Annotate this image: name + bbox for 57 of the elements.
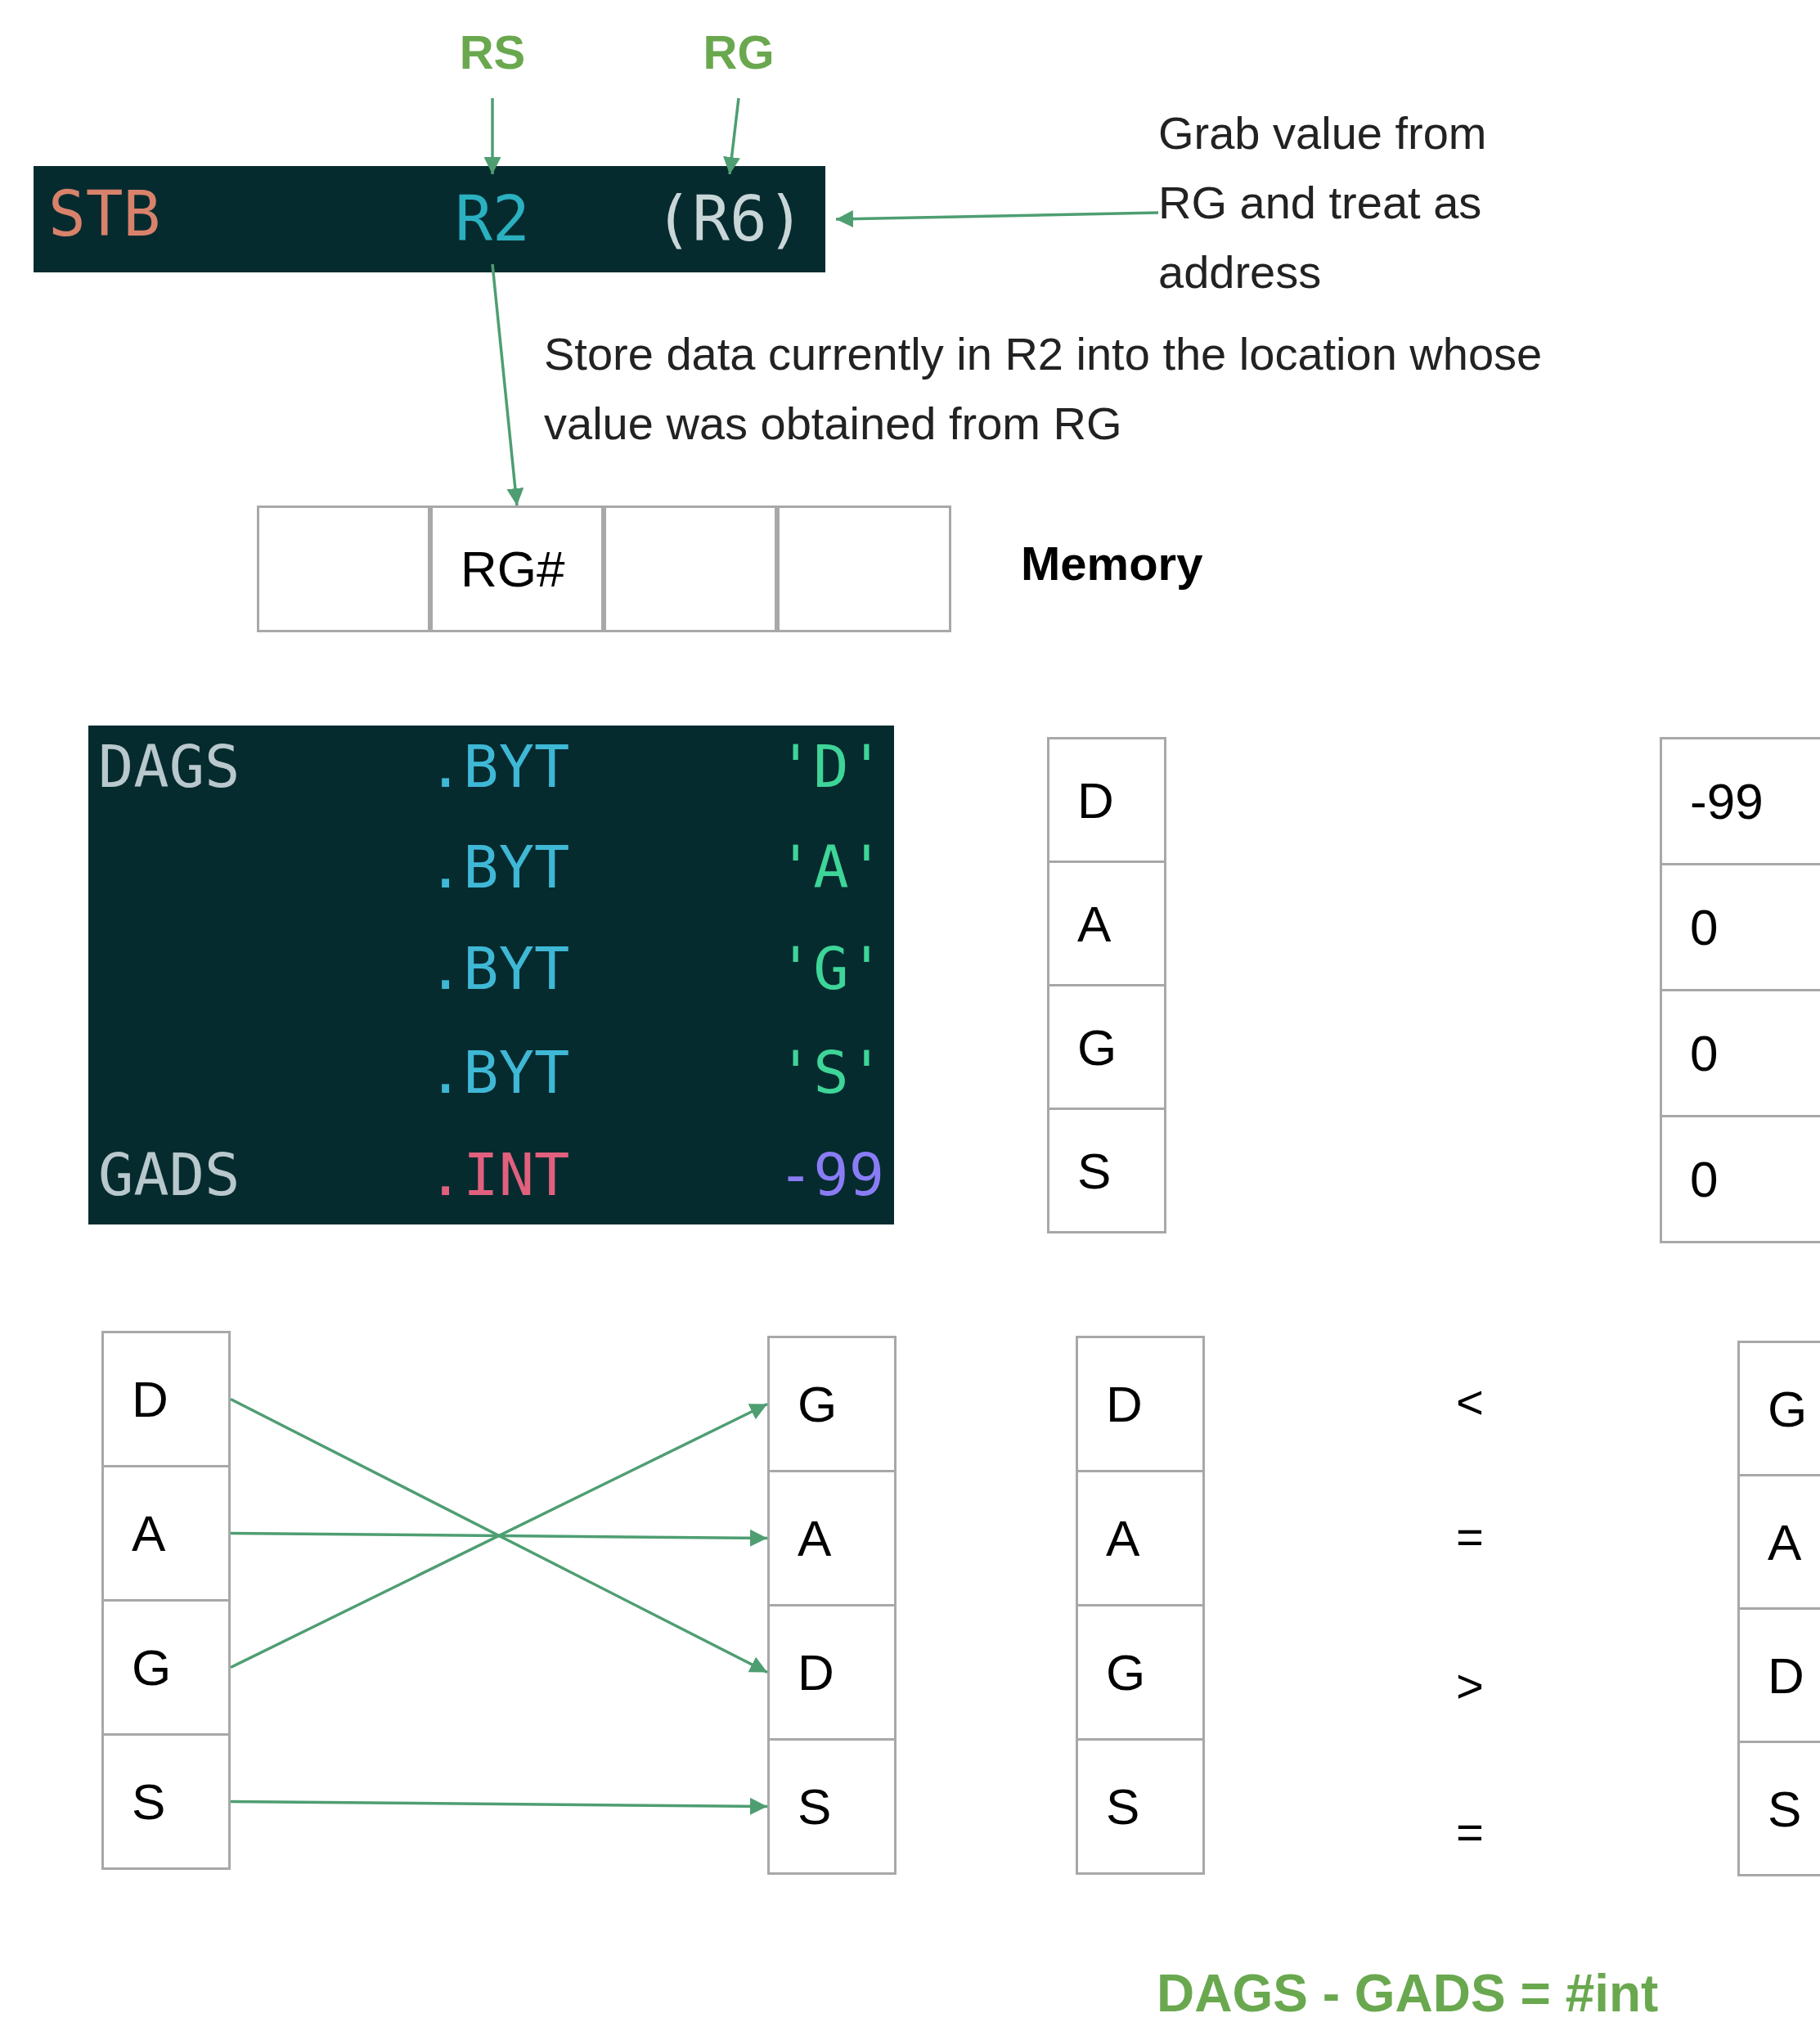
table-cell: 0 [1660, 1115, 1820, 1243]
directive-text: .BYT [428, 833, 570, 901]
table-cell: S [1737, 1741, 1820, 1876]
table-cell: G [767, 1336, 897, 1472]
memory-cell: RG# [430, 506, 604, 632]
label-text: GADS [98, 1140, 240, 1209]
memory-cell [777, 506, 951, 632]
table-cell: A [1076, 1470, 1205, 1606]
table-cell: A [101, 1465, 231, 1602]
table-cell: D [767, 1604, 897, 1741]
arrow [231, 1797, 767, 1815]
arrow [491, 263, 524, 506]
comparison-sign: = [1456, 1509, 1484, 1564]
arrow [835, 210, 1159, 228]
directive-text: .BYT [428, 732, 570, 801]
table-cell: G [1047, 984, 1166, 1110]
table-cell: S [767, 1738, 897, 1875]
code-bar [34, 166, 825, 272]
register-operand: R2 [431, 174, 554, 264]
code-block [88, 726, 894, 1224]
comparison-sign: = [1456, 1804, 1484, 1859]
comparison-sign: > [1456, 1658, 1484, 1713]
value-text: -99 [777, 1140, 884, 1209]
table-cell: G [101, 1599, 231, 1736]
table-cell: G [1737, 1341, 1820, 1476]
table-cell: D [1047, 737, 1166, 863]
table-cell: S [101, 1733, 231, 1870]
directive-text: .INT [428, 1140, 570, 1209]
table-cell: A [1047, 860, 1166, 986]
value-text: 'A' [777, 833, 884, 901]
register-label: RG [681, 25, 796, 98]
arrow [231, 1529, 767, 1547]
table-cell: A [767, 1470, 897, 1606]
edge-label: Store data currently in R2 into the location whose value was obtained from RG [544, 327, 1544, 451]
arrow [483, 98, 501, 174]
table-cell: G [1076, 1604, 1205, 1741]
table-cell: S [1076, 1738, 1205, 1875]
table-cell: -99 [1660, 737, 1820, 865]
table-cell: D [1076, 1336, 1205, 1472]
comparison-sign: < [1456, 1374, 1484, 1429]
note-text: Grab value from RG and treat as address [1158, 98, 1567, 311]
memory-cell [604, 506, 777, 632]
caption: DAGS - GADS = #int [1157, 1963, 1659, 2024]
label-text: DAGS [98, 732, 240, 801]
value-text: 'S' [777, 1038, 884, 1107]
memory-cell [257, 506, 430, 632]
value-text: 'G' [777, 934, 884, 1003]
arrow [723, 97, 740, 175]
address-operand: (R6) [623, 174, 836, 264]
opcode-text: STB [48, 177, 161, 250]
value-text: 'D' [777, 732, 884, 801]
table-cell: S [1047, 1108, 1166, 1233]
table-cell: D [101, 1331, 231, 1467]
register-label: RS [435, 25, 550, 98]
directive-text: .BYT [428, 934, 570, 1003]
memory-label: Memory [1021, 536, 1203, 591]
directive-text: .BYT [428, 1038, 570, 1107]
